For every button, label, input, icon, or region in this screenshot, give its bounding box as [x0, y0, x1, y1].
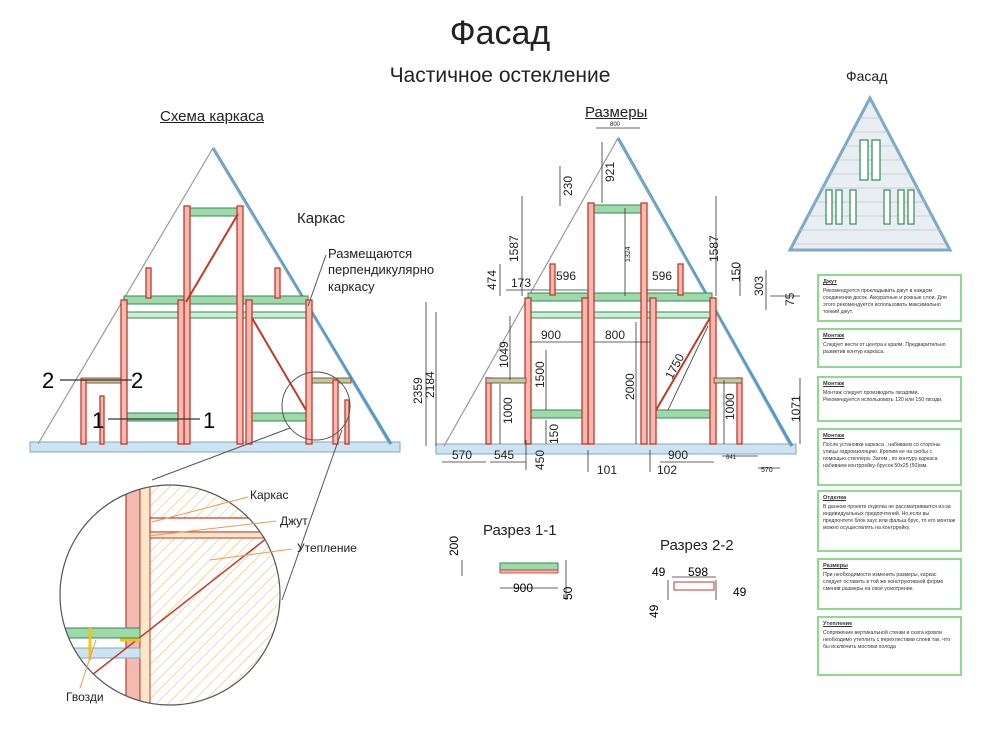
- section-mark-1-right: 1: [203, 408, 215, 433]
- dimension-labels: 800 921 230 1587 1324 1587 474 173 596 5…: [411, 122, 803, 477]
- dim-label-150-bottom: 150: [547, 424, 561, 444]
- dim-label-570-left: 570: [452, 448, 472, 462]
- dim-label-900-bottom: 900: [668, 448, 688, 462]
- detail-insulation-label: Утепление: [297, 541, 357, 555]
- dim-label-1500: 1500: [533, 361, 547, 388]
- perpendicular-label: Размещаются перпендикулярно каркасу: [328, 246, 435, 294]
- note-dimensions: Размеры При необходимости изменить разме…: [817, 558, 962, 610]
- dimensions-heading: Размеры: [585, 104, 648, 121]
- dim-label-474: 474: [485, 270, 499, 290]
- dim-label-1000-left: 1000: [501, 397, 515, 424]
- note-title: Джут: [823, 279, 837, 285]
- frame-label: Каркас: [297, 210, 346, 227]
- note-title: Отделка: [823, 495, 847, 501]
- section-2-2-dim-598: 598: [688, 565, 708, 579]
- dim-label-75: 75: [783, 292, 797, 306]
- note-insulation: Утепление Сопряжение вертикальной стенки…: [817, 616, 962, 676]
- dim-label-1071: 1071: [789, 395, 803, 422]
- section-1-1-title: Разрез 1-1: [483, 522, 557, 539]
- dim-label-921: 921: [603, 162, 617, 182]
- dim-label-102: 102: [657, 463, 677, 477]
- dim-label-545: 545: [494, 448, 514, 462]
- dim-label-101: 101: [597, 463, 617, 477]
- note-text: После установки каркаса , набиваем со ст…: [823, 441, 941, 469]
- facade-preview-drawing: [787, 94, 953, 252]
- dim-label-641: 641: [726, 455, 737, 461]
- section-2-2-drawing: 49 598 49 49: [647, 565, 747, 618]
- note-text: В данном проекте отделка не рассматривае…: [823, 503, 955, 531]
- ground-line: [29, 441, 401, 453]
- dim-label-1587-left: 1587: [507, 235, 521, 262]
- dim-label-570-right: 570: [761, 467, 773, 474]
- detail-nails-label: Гвозди: [66, 690, 104, 704]
- page-subtitle: Частичное остекление: [389, 64, 611, 87]
- note-assembly-1: Монтаж Следует вести от центра к краям. …: [817, 328, 962, 368]
- section-2-2-title: Разрез 2-2: [660, 537, 734, 554]
- note-title: Размеры: [823, 563, 848, 569]
- dim-label-173: 173: [511, 276, 531, 290]
- section-1-1-dim-900: 900: [513, 581, 533, 595]
- detail-batten-label: Джут: [280, 514, 308, 528]
- section-mark-2-left: 2: [42, 368, 54, 393]
- dim-label-2000: 2000: [623, 373, 637, 400]
- dim-label-596-right: 596: [652, 269, 672, 283]
- note-title: Монтаж: [823, 433, 845, 439]
- note-title: Монтаж: [823, 381, 845, 387]
- section-2-2-dim-49-right: 49: [733, 585, 747, 599]
- dim-label-303: 303: [752, 276, 766, 296]
- section-1-1-dim-200: 200: [447, 536, 461, 556]
- facade-preview-heading: Фасад: [846, 68, 888, 84]
- dim-label-1324: 1324: [625, 246, 632, 262]
- section-2-2-dim-49-left: 49: [647, 604, 661, 618]
- dim-label-450: 450: [533, 450, 547, 470]
- section-2-2-dim-49-top: 49: [652, 565, 666, 579]
- dim-label-150-top: 150: [729, 262, 743, 282]
- note-text: Рекомендуется прокладывать джут в каждом…: [823, 287, 947, 315]
- section-1-1-dim-50: 50: [561, 586, 575, 600]
- note-title: Утепление: [823, 621, 853, 627]
- dim-label-2359: 2359: [411, 377, 425, 404]
- note-assembly-2: Монтаж Монтаж следует производить гвоздя…: [817, 376, 962, 422]
- section-1-1-drawing: 200 900 50: [447, 536, 575, 600]
- note-title: Монтаж: [823, 333, 845, 339]
- note-text: Сопряжение вертикальной стенки и ската к…: [823, 629, 951, 650]
- dim-label-800-top: 800: [610, 122, 621, 128]
- dim-label-230: 230: [561, 176, 575, 196]
- page-title: Фасад: [449, 14, 551, 52]
- dim-label-800-mid: 800: [605, 328, 625, 342]
- dim-label-1000-right: 1000: [723, 393, 737, 420]
- dim-label-1587-right: 1587: [707, 235, 721, 262]
- detail-frame-label: Каркас: [250, 488, 289, 502]
- frame-scheme-heading: Схема каркаса: [160, 108, 264, 125]
- frame-studs: [80, 205, 350, 445]
- dim-label-596-left: 596: [556, 269, 576, 283]
- section-mark-1-left: 1: [92, 408, 104, 433]
- note-jute: Джут Рекомендуется прокладывать джут в к…: [817, 274, 962, 322]
- note-assembly-3: Монтаж После установки каркаса , набивае…: [817, 428, 962, 486]
- dim-label-1049: 1049: [497, 341, 511, 368]
- note-text: Следует вести от центра к краям. Предвар…: [823, 341, 946, 355]
- dim-label-2184: 2184: [423, 371, 437, 398]
- note-text: Монтаж следует производить гвоздями. Рек…: [823, 389, 943, 403]
- section-mark-2-right: 2: [131, 368, 143, 393]
- note-finishing: Отделка В данном проекте отделка не расс…: [817, 490, 962, 552]
- dim-label-900-mid: 900: [541, 328, 561, 342]
- note-text: При необходимости изменить размеры, карк…: [823, 571, 944, 592]
